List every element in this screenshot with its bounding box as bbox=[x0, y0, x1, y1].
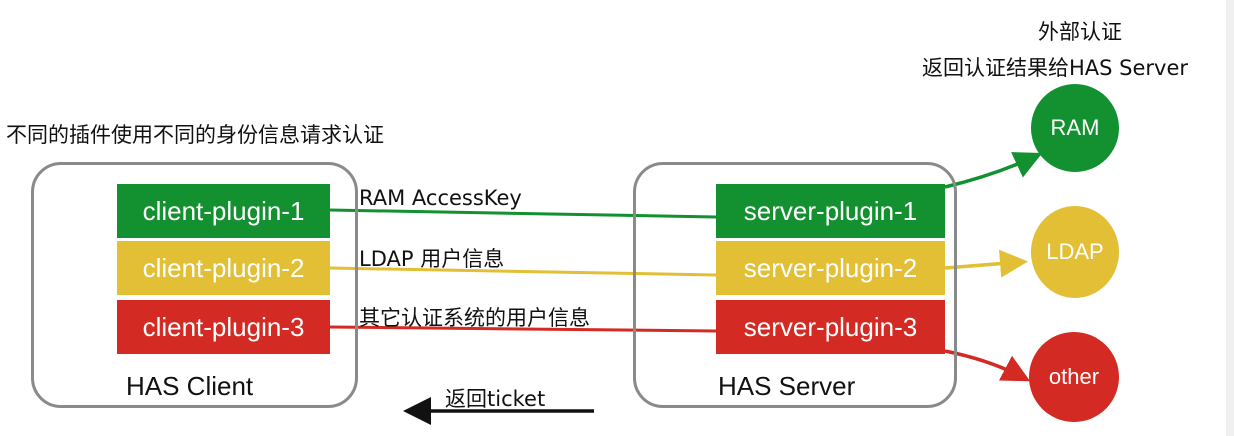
other-userinfo-label: 其它认证系统的用户信息 bbox=[359, 306, 590, 330]
ldap-userinfo-label: LDAP 用户信息 bbox=[359, 247, 505, 271]
server-plugin-1[interactable]: server-plugin-1 bbox=[716, 184, 945, 238]
ram-accesskey-line bbox=[329, 208, 717, 219]
server-to-ldap-arrow bbox=[944, 249, 1028, 278]
external-auth-note-title: 外部认证 bbox=[1038, 20, 1122, 44]
ram-auth-node[interactable]: RAM bbox=[1031, 84, 1119, 172]
ram-accesskey-label: RAM AccessKey bbox=[359, 186, 522, 210]
server-plugin-2[interactable]: server-plugin-2 bbox=[716, 241, 945, 295]
return-ticket-label: 返回ticket bbox=[445, 387, 546, 411]
has-server-box bbox=[633, 162, 957, 408]
server-to-ram-arrow bbox=[944, 152, 1043, 189]
ldap-userinfo-line bbox=[329, 266, 717, 277]
has-client-box bbox=[31, 162, 358, 408]
server-plugin-3[interactable]: server-plugin-3 bbox=[716, 300, 945, 354]
right-edge-strip bbox=[1226, 0, 1234, 436]
plugins-note: 不同的插件使用不同的身份信息请求认证 bbox=[6, 123, 384, 147]
external-auth-note-detail: 返回认证结果给HAS Server bbox=[922, 56, 1189, 80]
client-plugin-3[interactable]: client-plugin-3 bbox=[117, 300, 330, 354]
other-userinfo-line bbox=[329, 325, 717, 333]
has-client-label: HAS Client bbox=[126, 371, 254, 401]
has-server-label: HAS Server bbox=[718, 371, 856, 401]
ldap-auth-node[interactable]: LDAP bbox=[1031, 206, 1119, 298]
client-plugin-2[interactable]: client-plugin-2 bbox=[117, 241, 330, 295]
server-to-other-arrow bbox=[944, 349, 1031, 382]
client-plugin-1[interactable]: client-plugin-1 bbox=[117, 184, 330, 238]
other-auth-node[interactable]: other bbox=[1029, 332, 1119, 422]
